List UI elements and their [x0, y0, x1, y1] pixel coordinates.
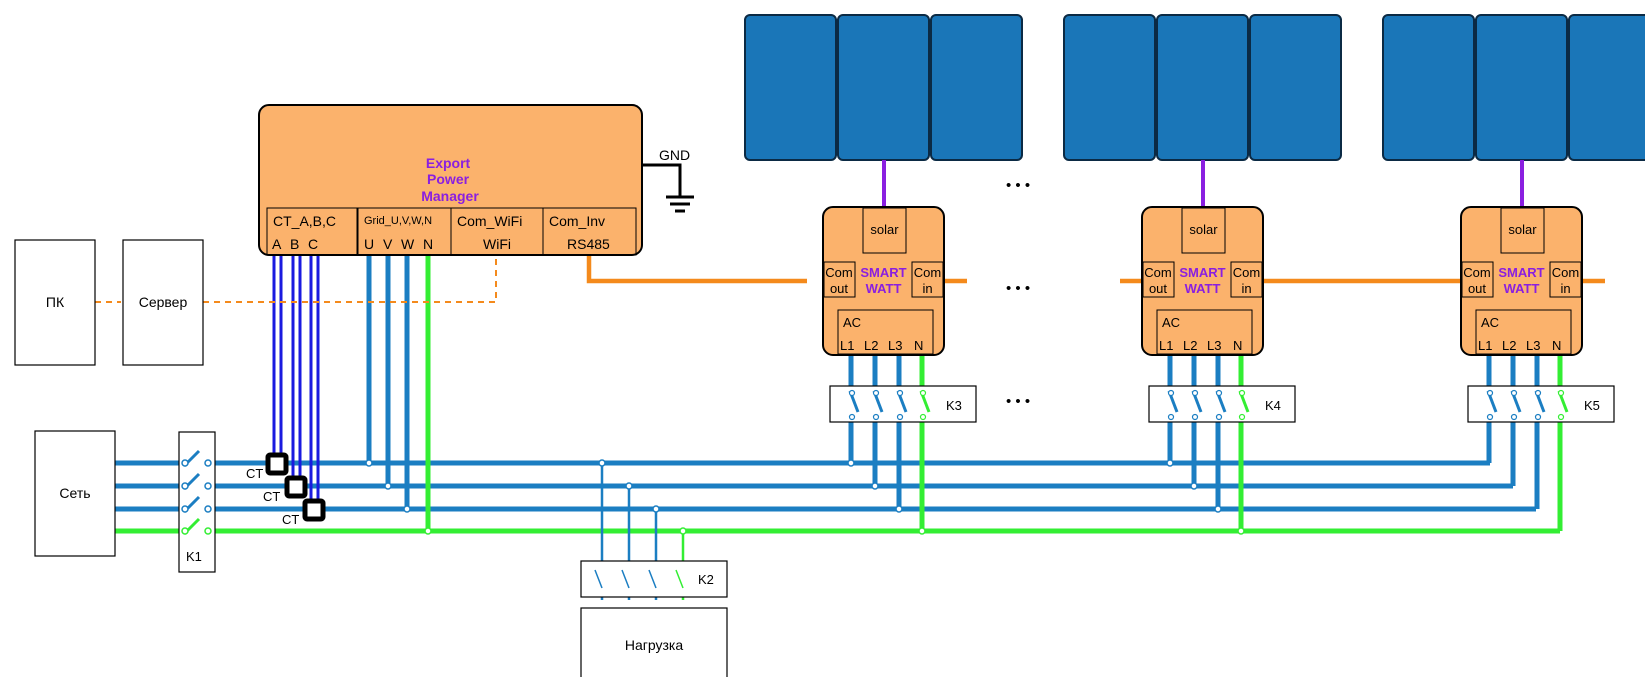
solar-array-2 [1063, 14, 1342, 161]
ac-pin-l3: L3 [1526, 338, 1540, 353]
ac-pin-n: N [1233, 338, 1242, 353]
server-box [122, 239, 204, 366]
load-box [580, 607, 728, 677]
com-out-label: Com [1144, 265, 1171, 280]
switch-k3: K3 [829, 385, 977, 423]
brand-label-2: WATT [1185, 281, 1221, 296]
grid-label: Сеть [59, 485, 90, 501]
switch-k5: K5 [1467, 385, 1615, 423]
grid-pin-n: N [423, 236, 433, 252]
ct-pin-a: A [272, 236, 282, 252]
ac-pin-l3: L3 [1207, 338, 1221, 353]
switch-k1: K1 [178, 431, 216, 573]
ac-label: AC [1481, 315, 1499, 330]
brand-label: SMART [860, 265, 906, 280]
switch-k2: K2 [580, 560, 728, 598]
com-in-label-2: in [1241, 281, 1251, 296]
k4-label: K4 [1265, 398, 1281, 413]
solar-array-3 [1382, 14, 1645, 161]
ellipsis-rs485: • • • [1006, 280, 1030, 297]
ac-pin-l1: L1 [1478, 338, 1492, 353]
ac-pin-l1: L1 [840, 338, 854, 353]
load-label: Нагрузка [625, 637, 683, 653]
wifi-pin: WiFi [483, 236, 511, 252]
ct-wires [272, 256, 320, 506]
ct-pin-b: B [290, 236, 299, 252]
ac-label: AC [1162, 315, 1180, 330]
export-power-manager: Export Power Manager CT_A,B,C Grid_U,V,W… [258, 104, 643, 256]
com-in-label-2: in [922, 281, 932, 296]
ct-label-b: CT [263, 489, 280, 504]
grid-box [34, 430, 116, 557]
com-out-label-2: out [1468, 281, 1486, 296]
pc-box [14, 239, 96, 366]
grid-pin-v: V [383, 236, 393, 252]
com-in-label: Com [914, 265, 941, 280]
k3-label: K3 [946, 398, 962, 413]
gnd-label: GND [659, 147, 690, 163]
inverter-3-drops [1486, 355, 1563, 531]
ct-label-c: CT [282, 512, 299, 527]
brand-label: SMART [1498, 265, 1544, 280]
ac-pin-l2: L2 [1502, 338, 1516, 353]
solar-port-label: solar [1189, 222, 1218, 237]
solar-port-label: solar [870, 222, 899, 237]
com-out-label: Com [825, 265, 852, 280]
solar-port-label: solar [1508, 222, 1537, 237]
com-in-label: Com [1233, 265, 1260, 280]
server-label: Сервер [139, 294, 188, 310]
ac-pin-n: N [1552, 338, 1561, 353]
epm-title: Export Power Manager [421, 155, 479, 204]
com-out-label: Com [1463, 265, 1490, 280]
ac-pin-l2: L2 [864, 338, 878, 353]
ellipsis-panels: • • • [1006, 177, 1030, 194]
k5-label: K5 [1584, 398, 1600, 413]
solar-array-1 [744, 14, 1023, 161]
ac-pin-l1: L1 [1159, 338, 1173, 353]
ct-pin-c: C [308, 236, 318, 252]
ac-pin-n: N [914, 338, 923, 353]
ct-clamps [265, 452, 326, 522]
wifi-port-label: Com_WiFi [457, 213, 522, 229]
brand-label: SMART [1179, 265, 1225, 280]
com-out-label-2: out [1149, 281, 1167, 296]
grid-pin-w: W [401, 236, 415, 252]
k1-label: K1 [186, 549, 202, 564]
k2-label: K2 [698, 572, 714, 587]
ac-label: AC [843, 315, 861, 330]
rs485-pin: RS485 [567, 236, 610, 252]
ct-port-label: CT_A,B,C [273, 213, 336, 229]
ground-symbol [642, 163, 694, 213]
inv-port-label: Com_Inv [549, 213, 605, 229]
ct-label-a: CT [246, 466, 263, 481]
brand-label-2: WATT [1504, 281, 1540, 296]
grid-bus [113, 460, 1560, 534]
inverter-1-drops [848, 355, 925, 531]
junction-dots [365, 459, 1245, 535]
grid-pin-u: U [364, 236, 374, 252]
pc-label: ПК [46, 294, 65, 310]
ellipsis-switches: • • • [1006, 393, 1030, 410]
ac-pin-l2: L2 [1183, 338, 1197, 353]
server-wifi-link [203, 256, 497, 303]
com-in-label: Com [1552, 265, 1579, 280]
rs485-line-epm [586, 256, 807, 284]
epm-grid-sense [366, 256, 431, 531]
switch-k4: K4 [1148, 385, 1296, 423]
ac-pin-l3: L3 [888, 338, 902, 353]
brand-label-2: WATT [866, 281, 902, 296]
com-out-label-2: out [830, 281, 848, 296]
inverter-2-drops [1167, 355, 1244, 531]
com-in-label-2: in [1560, 281, 1570, 296]
grid-port-label: Grid_U,V,W,N [364, 215, 432, 227]
